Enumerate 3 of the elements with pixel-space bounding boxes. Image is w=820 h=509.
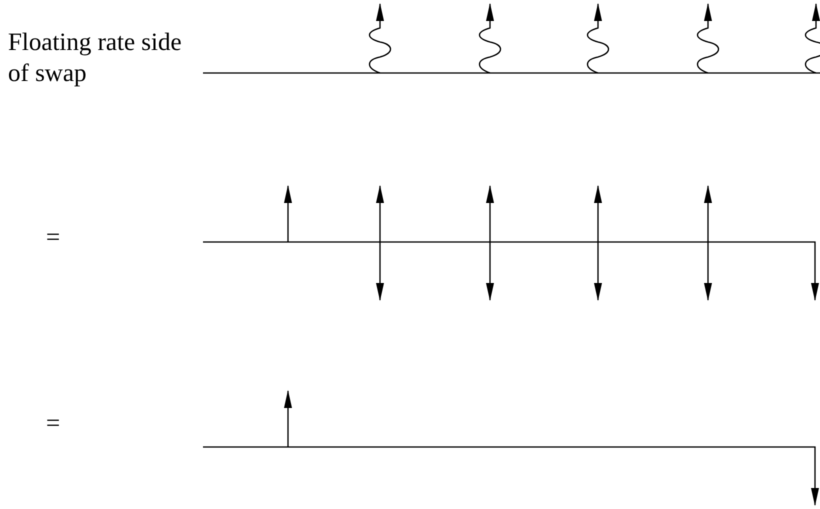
equals-sign: = xyxy=(46,409,60,439)
label-text: Floating rate side of swap xyxy=(8,28,183,89)
equals-sign: = xyxy=(46,223,60,253)
